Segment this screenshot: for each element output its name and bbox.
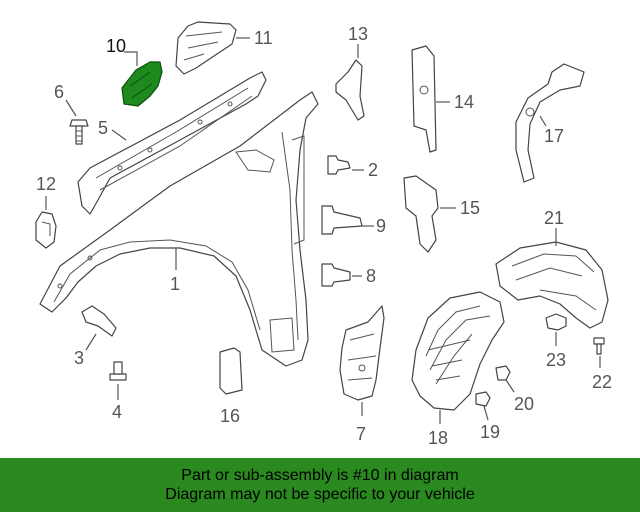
part-11-bracket[interactable]	[175, 21, 237, 75]
part-6-bolt[interactable]	[69, 119, 89, 145]
label-11: 11	[254, 28, 273, 48]
part-17-support[interactable]	[515, 63, 585, 183]
part-9-bolt[interactable]	[321, 205, 363, 235]
part-8-screw[interactable]	[321, 263, 351, 287]
part-20-pin[interactable]	[495, 365, 511, 381]
label-1: 1	[170, 274, 180, 294]
label-22: 22	[592, 372, 612, 392]
label-5: 5	[98, 118, 108, 138]
label-6: 6	[54, 82, 64, 102]
part-16-panel[interactable]	[219, 347, 243, 395]
part-21-liner[interactable]	[495, 241, 609, 329]
label-13: 13	[348, 24, 368, 44]
banner-line-1: Part or sub-assembly is #10 in diagram	[181, 467, 459, 484]
label-14: 14	[454, 92, 474, 112]
label-2: 2	[368, 160, 378, 180]
part-5-apron-rail[interactable]	[77, 71, 267, 215]
label-19: 19	[480, 422, 500, 442]
part-13-bracket[interactable]	[335, 59, 365, 121]
part-1-fender[interactable]	[39, 91, 319, 367]
part-7-hinge-bracket[interactable]	[339, 305, 385, 401]
label-23: 23	[546, 350, 566, 370]
part-10-bracket-highlighted[interactable]	[121, 61, 163, 107]
label-10: 10	[106, 36, 126, 56]
part-19-screw[interactable]	[475, 391, 491, 407]
label-7: 7	[356, 424, 366, 444]
label-4: 4	[112, 402, 122, 422]
part-2-screw[interactable]	[327, 155, 351, 175]
part-15-bracket[interactable]	[403, 175, 439, 253]
label-21: 21	[544, 208, 564, 228]
part-4-pin[interactable]	[109, 361, 127, 381]
label-8: 8	[366, 266, 376, 286]
label-20: 20	[514, 394, 534, 414]
part-3-bracket[interactable]	[81, 305, 117, 337]
part-18-liner[interactable]	[411, 291, 505, 411]
label-15: 15	[460, 198, 480, 218]
part-12-bracket[interactable]	[35, 211, 57, 249]
banner-line-2: Diagram may not be specific to your vehi…	[165, 486, 475, 503]
parts-diagram: 11 10 5 6 12 1	[35, 21, 612, 448]
label-12: 12	[36, 174, 56, 194]
label-17: 17	[544, 126, 564, 146]
label-18: 18	[428, 428, 448, 448]
part-23-clip[interactable]	[545, 313, 567, 331]
part-14-trim[interactable]	[411, 45, 437, 153]
label-16: 16	[220, 406, 240, 426]
part-22-pin[interactable]	[593, 337, 605, 355]
label-3: 3	[74, 348, 84, 368]
label-9: 9	[376, 216, 386, 236]
info-banner: Part or sub-assembly is #10 in diagram D…	[0, 458, 640, 512]
